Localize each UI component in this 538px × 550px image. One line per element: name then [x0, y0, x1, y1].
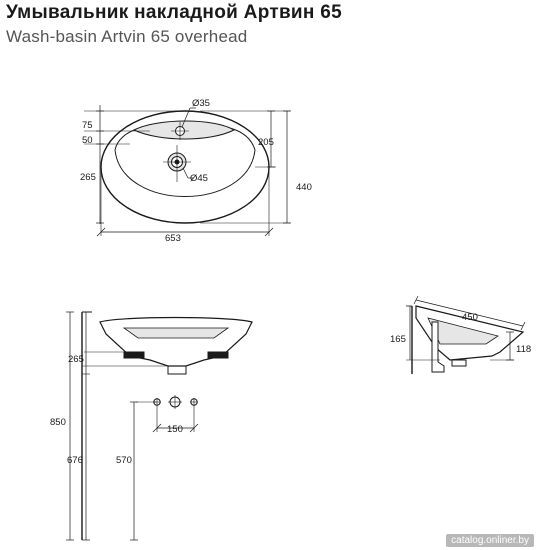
top-view	[84, 105, 291, 237]
dim-right-205: 205	[258, 137, 274, 148]
dim-right-440: 440	[296, 182, 312, 193]
dim-height-165: 165	[390, 334, 406, 345]
basin-body-front	[99, 316, 253, 367]
dim-spacing-150: 150	[167, 424, 183, 435]
dim-depth-450: 450	[462, 312, 478, 323]
page-title: Умывальник накладной Артвин 65	[6, 2, 342, 23]
dim-left-50: 50	[82, 135, 93, 146]
top-view-labels: Ø35 Ø45 75 50 265 205 440 653	[80, 98, 312, 244]
dim-left-265: 265	[80, 172, 96, 183]
dim-rim-265: 265	[68, 354, 84, 365]
dim-height-118: 118	[516, 344, 531, 355]
dim-width-653: 653	[165, 233, 181, 244]
side-view-labels: 450 165 118	[390, 312, 531, 355]
front-view-labels: 265 850 676 570 150	[50, 354, 183, 466]
dim-left-75: 75	[82, 120, 93, 131]
dim-height-570: 570	[116, 455, 132, 466]
page-subtitle: Wash-basin Artvin 65 overhead	[6, 27, 248, 46]
dim-height-850: 850	[50, 417, 66, 428]
side-view	[406, 295, 526, 374]
dim-height-676: 676	[67, 455, 83, 466]
tailpiece	[431, 321, 445, 373]
front-view	[66, 311, 253, 541]
dim-tap-hole: Ø35	[192, 98, 210, 109]
dim-drain: Ø45	[190, 173, 208, 184]
counter-left	[123, 351, 145, 359]
watermark: catalog.onliner.by	[446, 534, 534, 547]
counter-right	[207, 351, 229, 359]
